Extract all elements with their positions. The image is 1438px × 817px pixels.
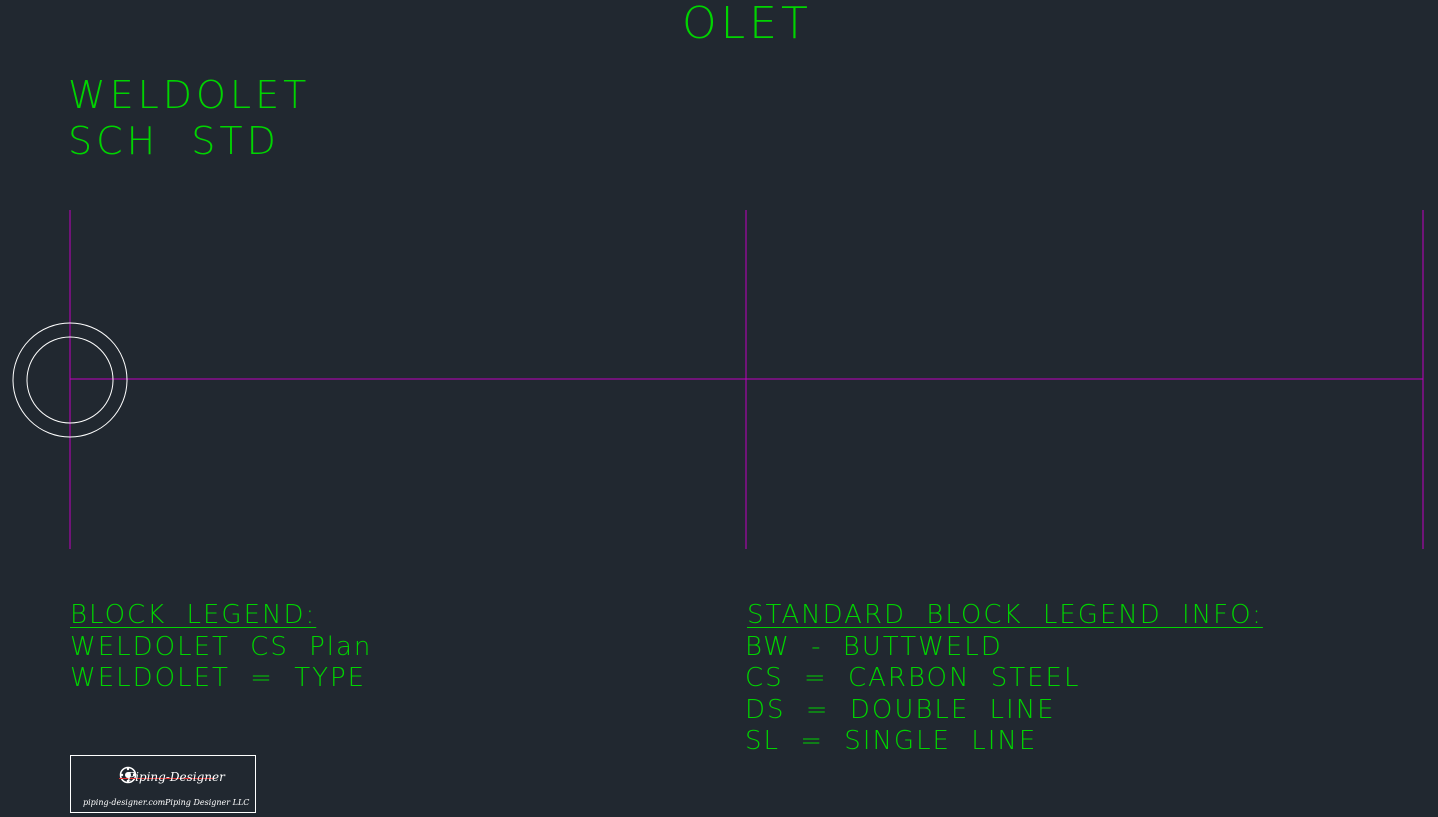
weldolet-outer-circle	[12, 322, 128, 438]
standard-legend-line: SL = SINGLE LINE	[745, 726, 1038, 756]
block-legend-line: WELDOLET = TYPE	[70, 663, 367, 693]
piping-designer-logo: Piping-Designer piping-designer.com Pipi…	[70, 755, 256, 813]
block-schedule-label: SCH STD	[68, 119, 280, 163]
standard-legend-line: BW - BUTTWELD	[745, 632, 1003, 662]
standard-legend-heading: STANDARD BLOCK LEGEND INFO:	[747, 600, 1263, 630]
weldolet-inner-circle	[26, 336, 114, 424]
block-name-label: WELDOLET	[68, 73, 311, 117]
logo-website: piping-designer.com	[83, 798, 166, 807]
logo-brand-text: Piping-Designer	[127, 770, 225, 784]
block-legend-heading: BLOCK LEGEND:	[70, 600, 317, 630]
logo-company: Piping Designer LLC	[165, 798, 250, 807]
drawing-title: OLET	[682, 0, 812, 49]
standard-legend-line: DS = DOUBLE LINE	[745, 695, 1056, 725]
standard-legend-line: CS = CARBON STEEL	[745, 663, 1081, 693]
logo-strike-line	[119, 778, 215, 779]
gear-icon	[119, 766, 137, 784]
block-legend-line: WELDOLET CS Plan	[70, 632, 373, 662]
